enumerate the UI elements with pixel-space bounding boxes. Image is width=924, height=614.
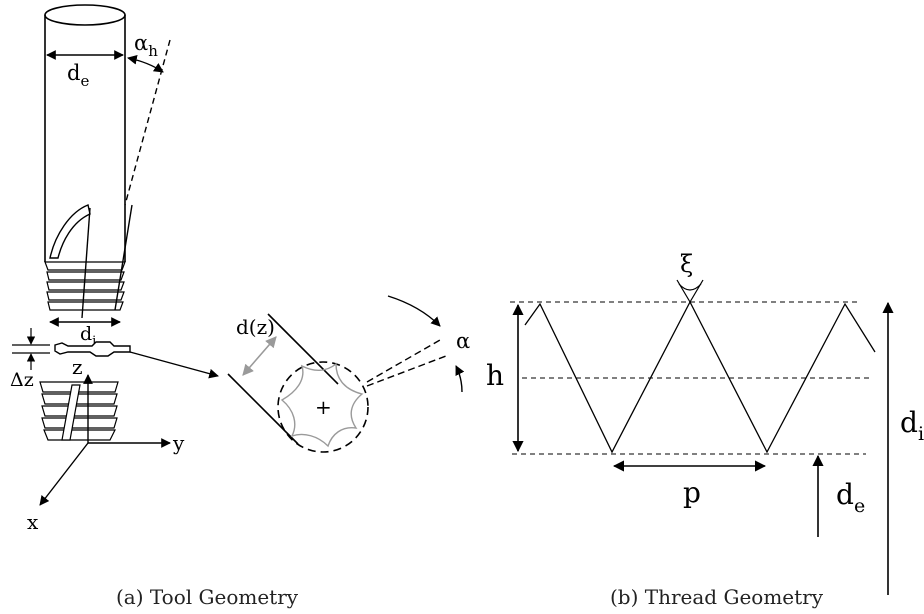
helix-dashed-line xyxy=(124,39,171,206)
xi-arc xyxy=(678,283,702,291)
alpha-label: α xyxy=(456,329,470,353)
axis-x-arrow xyxy=(39,442,89,506)
cross-section: + d(z) xyxy=(227,313,369,453)
panel-b-thread-geometry: ξ h p de di (b) Thread Geometry xyxy=(486,250,924,609)
tool-lower-section xyxy=(39,381,119,441)
center-plus: + xyxy=(315,395,332,419)
delta-z-label: Δz xyxy=(10,369,34,391)
alpha-h-label: αh xyxy=(134,31,158,60)
flute-profile xyxy=(280,362,364,448)
di-label-b: di xyxy=(900,406,924,445)
xi-label: ξ xyxy=(680,250,693,278)
slice-to-section-arrow xyxy=(129,351,219,379)
de-label: de xyxy=(67,61,89,90)
thread-profile xyxy=(524,300,876,454)
axis-x-label: x xyxy=(27,510,39,534)
axis-y-label: y xyxy=(172,431,185,455)
axis-z-label: z xyxy=(72,355,83,379)
alpha-arrow-bottom xyxy=(455,365,465,393)
p-label: p xyxy=(683,476,701,509)
alpha-h-arc xyxy=(127,54,164,73)
xi-angle-lines xyxy=(676,279,704,304)
caption-a: (a) Tool Geometry xyxy=(116,585,299,609)
tool-shank xyxy=(44,4,133,319)
caption-b: (b) Thread Geometry xyxy=(610,585,824,609)
alpha-dashed-2 xyxy=(366,355,447,387)
d-of-z-label: d(z) xyxy=(236,315,275,339)
panel-a-tool-geometry: de αh di Δz z y x xyxy=(10,4,470,609)
de-label-b: de xyxy=(836,478,865,517)
dz-width-arrow xyxy=(242,336,277,376)
di-label: di xyxy=(80,323,96,349)
h-label: h xyxy=(486,359,504,392)
tool-circle-dashed xyxy=(277,361,369,453)
alpha-arrow-top xyxy=(387,295,441,327)
alpha-dashed-1 xyxy=(366,339,441,383)
